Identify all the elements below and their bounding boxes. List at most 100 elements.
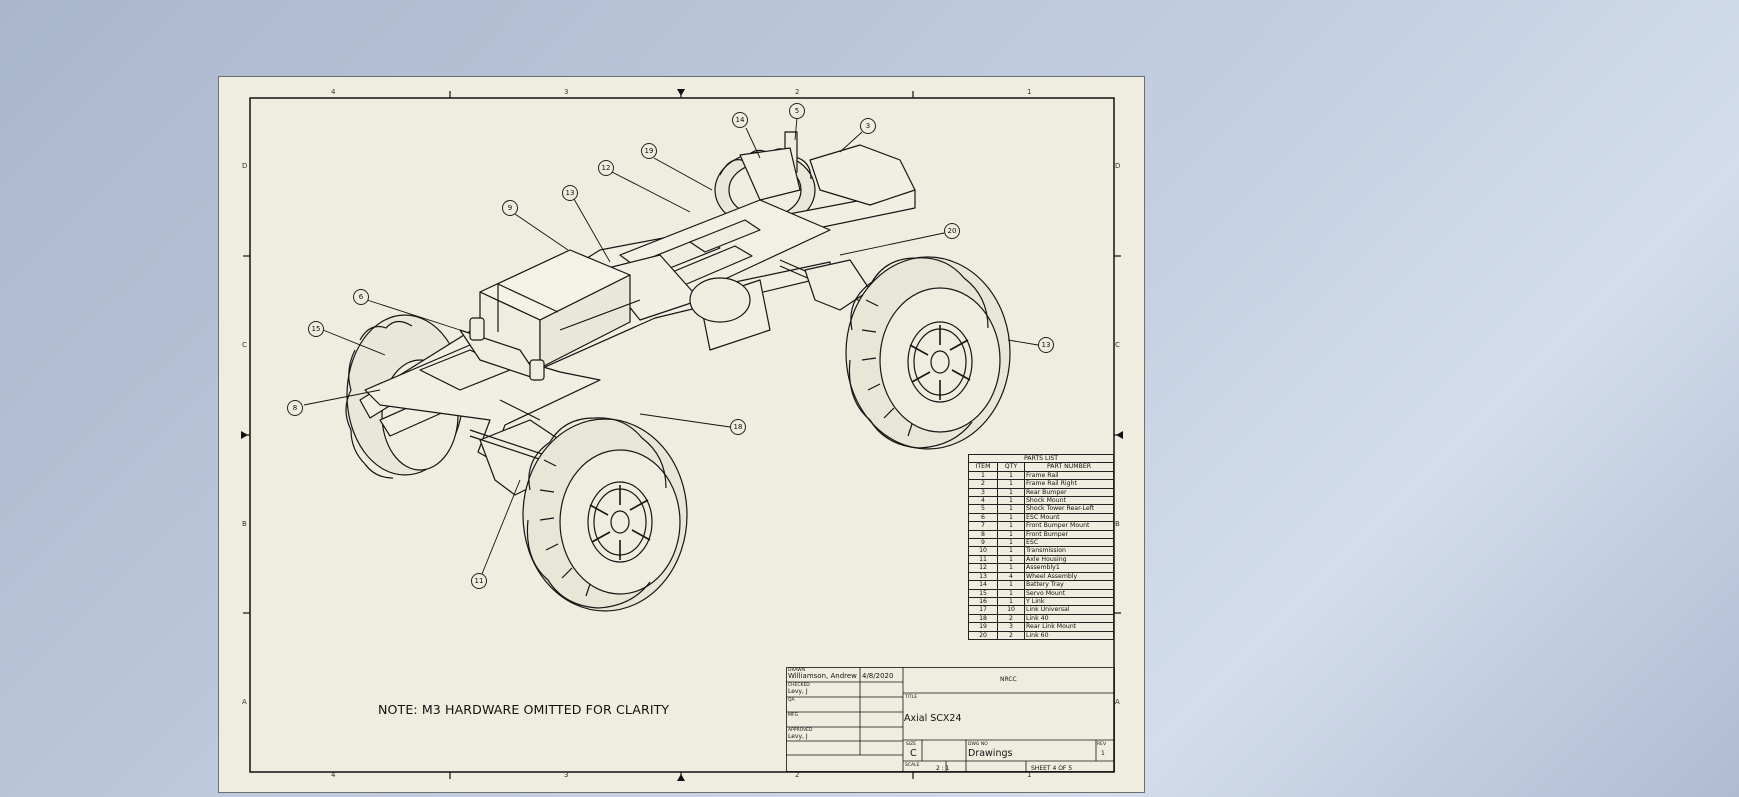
item-part-number: ESC: [1024, 538, 1114, 548]
balloon-18[interactable]: 18: [730, 419, 746, 435]
item-number: 18: [968, 613, 998, 624]
item-part-number: Link 60: [1024, 630, 1114, 640]
item-qty: 1: [997, 563, 1025, 573]
zone-col-3-top: 3: [564, 88, 569, 96]
item-part-number: Front Bumper Mount: [1024, 521, 1114, 531]
zone-row-c-right: C: [1115, 341, 1120, 349]
parts-list-header-qty: QTY: [997, 462, 1025, 472]
rev-label: REV: [1097, 742, 1107, 747]
balloon-13-right[interactable]: 13: [1038, 337, 1054, 353]
item-number: 16: [968, 596, 998, 607]
wheel-rear-left: [845, 256, 1011, 450]
balloon-13-upper[interactable]: 13: [562, 185, 578, 201]
item-number: 6: [968, 512, 998, 523]
item-part-number: ESC Mount: [1024, 512, 1114, 523]
item-part-number: Frame Rail Right: [1024, 479, 1114, 489]
zone-row-c-left: C: [242, 341, 247, 349]
item-number: 9: [968, 538, 998, 548]
item-part-number: Rear Bumper: [1024, 487, 1114, 498]
item-qty: 4: [997, 571, 1025, 582]
balloon-20[interactable]: 20: [944, 223, 960, 239]
zone-col-2-top: 2: [795, 88, 800, 96]
item-qty: 1: [997, 580, 1025, 590]
item-part-number: Link Universal: [1024, 605, 1114, 615]
zone-row-b-left: B: [242, 520, 247, 528]
zone-row-d-right: D: [1115, 162, 1121, 170]
item-part-number: Assembly1: [1024, 563, 1114, 573]
esc-box: [479, 249, 631, 369]
zone-col-1-bottom: 1: [1027, 771, 1032, 779]
item-qty: 1: [997, 588, 1025, 598]
mfg-label: MFG: [788, 713, 798, 718]
parts-list-header-part: PART NUMBER: [1024, 462, 1114, 472]
item-qty: 1: [997, 512, 1025, 523]
item-qty: 1: [997, 596, 1025, 607]
balloon-8[interactable]: 8: [287, 400, 303, 416]
balloon-9[interactable]: 9: [502, 200, 518, 216]
item-number: 3: [968, 487, 998, 498]
parts-list-title: PARTS LIST: [968, 453, 1114, 464]
item-part-number: Battery Tray: [1024, 580, 1114, 590]
item-qty: 2: [997, 613, 1025, 624]
item-part-number: Front Bumper: [1024, 529, 1114, 540]
item-part-number: Y Link: [1024, 596, 1114, 607]
item-number: 17: [968, 605, 998, 615]
item-qty: 1: [997, 529, 1025, 540]
item-number: 10: [968, 546, 998, 556]
item-number: 13: [968, 571, 998, 582]
balloon-12[interactable]: 12: [598, 160, 614, 176]
zone-col-3-bottom: 3: [564, 771, 569, 779]
item-part-number: Shock Mount: [1024, 496, 1114, 506]
zone-row-d-left: D: [242, 162, 248, 170]
dwg-no: Drawings: [968, 748, 1013, 759]
drawing-note: NOTE: M3 HARDWARE OMITTED FOR CLARITY: [378, 702, 670, 717]
wheel-front-right: [522, 417, 688, 612]
zone-col-2-bottom: 2: [795, 771, 800, 779]
frame-rail: [359, 189, 916, 419]
chassis-drawing: [345, 131, 1011, 612]
item-number: 1: [968, 470, 998, 481]
zone-row-a-left: A: [242, 698, 247, 706]
title-block: [786, 667, 1115, 772]
item-number: 5: [968, 504, 998, 514]
balloon-5[interactable]: 5: [789, 103, 805, 119]
scale-label: SCALE: [905, 763, 920, 768]
zone-col-4-top: 4: [331, 88, 336, 96]
item-number: 19: [968, 622, 998, 632]
checked-by: Levy, J: [788, 688, 808, 695]
drawn-label: DRAWN: [788, 668, 806, 673]
item-part-number: Wheel Assembly: [1024, 571, 1114, 582]
balloon-14[interactable]: 14: [732, 112, 748, 128]
item-qty: 1: [997, 521, 1025, 531]
balloon-3[interactable]: 3: [860, 118, 876, 134]
item-number: 8: [968, 529, 998, 540]
zone-row-b-right: B: [1115, 520, 1120, 528]
sheet-number: SHEET 4 OF 5: [1031, 765, 1073, 772]
scale-value: 2 : 1: [936, 765, 950, 772]
balloon-6[interactable]: 6: [353, 289, 369, 305]
balloon-19[interactable]: 19: [641, 143, 657, 159]
item-number: 2: [968, 479, 998, 489]
item-number: 20: [968, 630, 998, 640]
item-number: 14: [968, 580, 998, 590]
balloon-11[interactable]: 11: [471, 573, 487, 589]
qa-label: QA: [788, 698, 795, 703]
item-number: 11: [968, 554, 998, 565]
item-number: 15: [968, 588, 998, 598]
item-qty: 1: [997, 538, 1025, 548]
balloon-15[interactable]: 15: [308, 321, 324, 337]
item-part-number: Axle Housing: [1024, 554, 1114, 565]
